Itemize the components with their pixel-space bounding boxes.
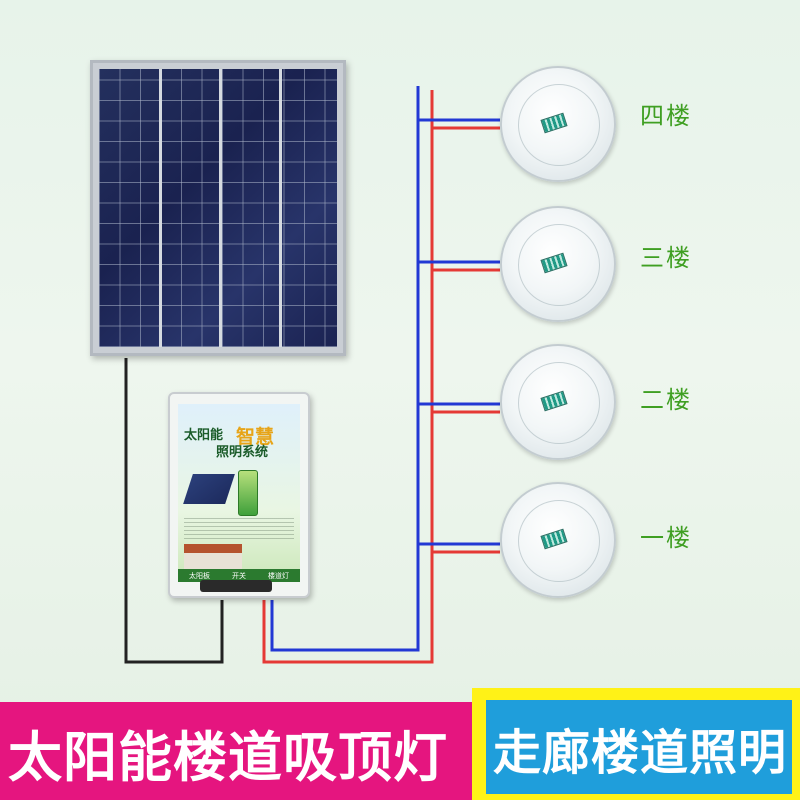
ceiling-lamp — [500, 482, 616, 598]
controller-spec-text — [184, 518, 294, 542]
branch-wires — [418, 118, 500, 554]
controller-label-sticker: 太阳能 智慧 照明系统 太阳板 开关 楼道灯 — [178, 404, 300, 582]
controller-port-labels: 太阳板 开关 楼道灯 — [178, 569, 300, 582]
ceiling-lamp — [500, 344, 616, 460]
solar-cells — [99, 69, 337, 347]
ceiling-lamp — [500, 206, 616, 322]
panel-busbar — [219, 69, 222, 347]
banner-right-bg — [486, 700, 792, 794]
battery-icon — [238, 470, 258, 516]
panel-busbar — [279, 69, 282, 347]
floor-label-1: 一楼 — [640, 524, 692, 552]
floor-label-3: 三楼 — [640, 244, 692, 272]
output-wire-positive — [262, 90, 434, 664]
controller-title-solar: 太阳能 — [184, 428, 224, 443]
controller-title-smart: 智慧 — [236, 426, 275, 448]
banner-use-case: 走廊楼道照明 — [492, 725, 787, 781]
banner-left-bg — [0, 702, 472, 800]
solar-panel — [90, 60, 346, 356]
panel-wire — [124, 358, 224, 664]
controller-panel-illustration — [183, 474, 235, 504]
house-illustration — [184, 544, 242, 570]
output-wire-negative — [270, 86, 420, 652]
controller-box: 太阳能 智慧 照明系统 太阳板 开关 楼道灯 — [168, 392, 310, 598]
ceiling-lamp — [500, 66, 616, 182]
controller-terminals — [200, 580, 272, 592]
port-label-lamp: 楼道灯 — [268, 571, 289, 580]
port-label-panel: 太阳板 — [189, 571, 210, 580]
banner-product-title: 太阳能楼道吸顶灯 — [8, 725, 448, 789]
floor-label-4: 四楼 — [640, 102, 692, 130]
port-label-switch: 开关 — [232, 571, 246, 580]
panel-busbar — [159, 69, 162, 347]
controller-title-system: 照明系统 — [216, 445, 269, 460]
floor-label-2: 二楼 — [640, 386, 692, 414]
